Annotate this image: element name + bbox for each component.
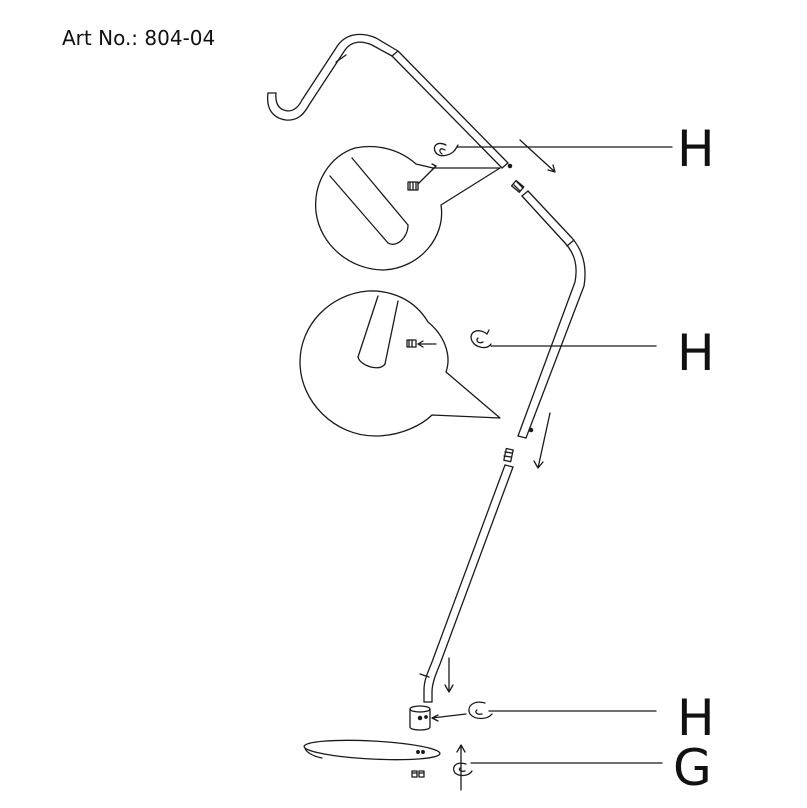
callout-h-2: H (677, 324, 715, 382)
allen-key-icon-g (452, 762, 473, 777)
grub-screw-icon (407, 181, 419, 191)
allen-key-icon-1 (433, 142, 459, 157)
connector-pin-top (510, 179, 525, 193)
article-number: Art No.: 804-04 (62, 26, 216, 50)
top-arm-tube (266, 33, 509, 169)
detail-magnifier-top (315, 145, 501, 271)
connector-pin-lower (503, 447, 514, 463)
grub-screw-icon (406, 339, 417, 348)
arrow-up-icon (456, 744, 466, 791)
socket-arrow (431, 713, 467, 722)
callout-h-3: H (677, 689, 715, 747)
arrow-down-icon-3 (444, 657, 454, 693)
arrow-down-icon-2 (533, 412, 551, 469)
lower-tube (419, 464, 514, 703)
detail-magnifier-bottom (299, 290, 501, 437)
allen-key-icon-3 (468, 701, 493, 720)
callout-g: G (673, 739, 712, 797)
base-socket (409, 705, 431, 731)
callout-h-1: H (677, 120, 715, 178)
base-screws-icon (411, 770, 425, 778)
arrow-down-right-icon (519, 139, 556, 173)
middle-tube (517, 190, 586, 439)
base-disk (303, 739, 441, 761)
allen-key-icon-2 (470, 329, 492, 349)
